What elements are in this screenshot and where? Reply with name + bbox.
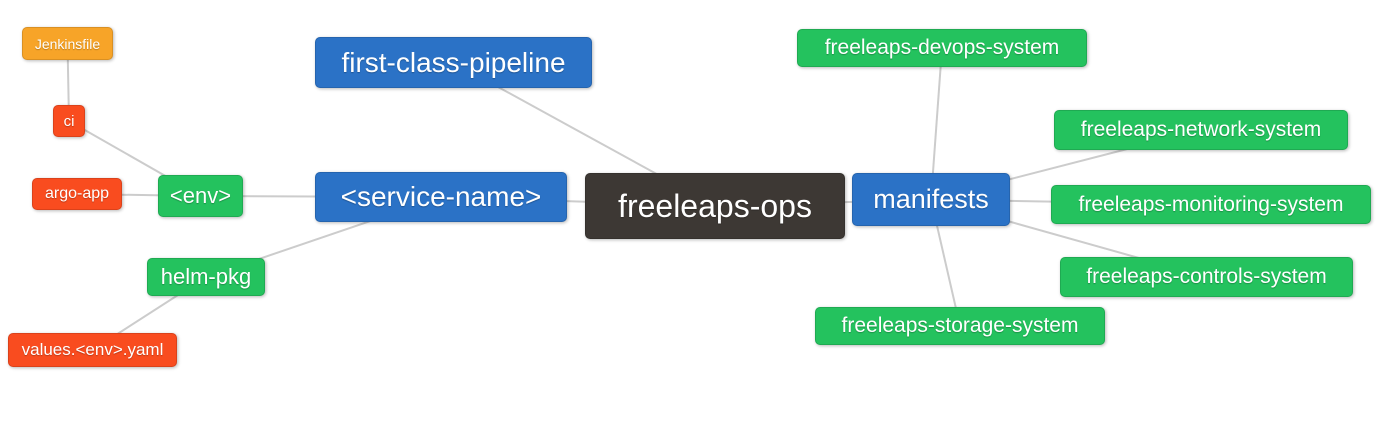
node-helm-pkg[interactable]: helm-pkg	[147, 258, 265, 296]
node-service-name[interactable]: <service-name>	[315, 172, 567, 222]
node-storage-system[interactable]: freeleaps-storage-system	[815, 307, 1105, 345]
node-first-class-pipeline[interactable]: first-class-pipeline	[315, 37, 592, 88]
node-manifests[interactable]: manifests	[852, 173, 1010, 226]
node-devops-system[interactable]: freeleaps-devops-system	[797, 29, 1087, 67]
node-monitoring-system[interactable]: freeleaps-monitoring-system	[1051, 185, 1371, 224]
node-values-env-yaml[interactable]: values.<env>.yaml	[8, 333, 177, 367]
node-jenkinsfile[interactable]: Jenkinsfile	[22, 27, 113, 60]
node-freeleaps-ops[interactable]: freeleaps-ops	[585, 173, 845, 239]
node-controls-system[interactable]: freeleaps-controls-system	[1060, 257, 1353, 297]
node-env[interactable]: <env>	[158, 175, 243, 217]
node-ci[interactable]: ci	[53, 105, 85, 137]
node-argo-app[interactable]: argo-app	[32, 178, 122, 210]
node-network-system[interactable]: freeleaps-network-system	[1054, 110, 1348, 150]
